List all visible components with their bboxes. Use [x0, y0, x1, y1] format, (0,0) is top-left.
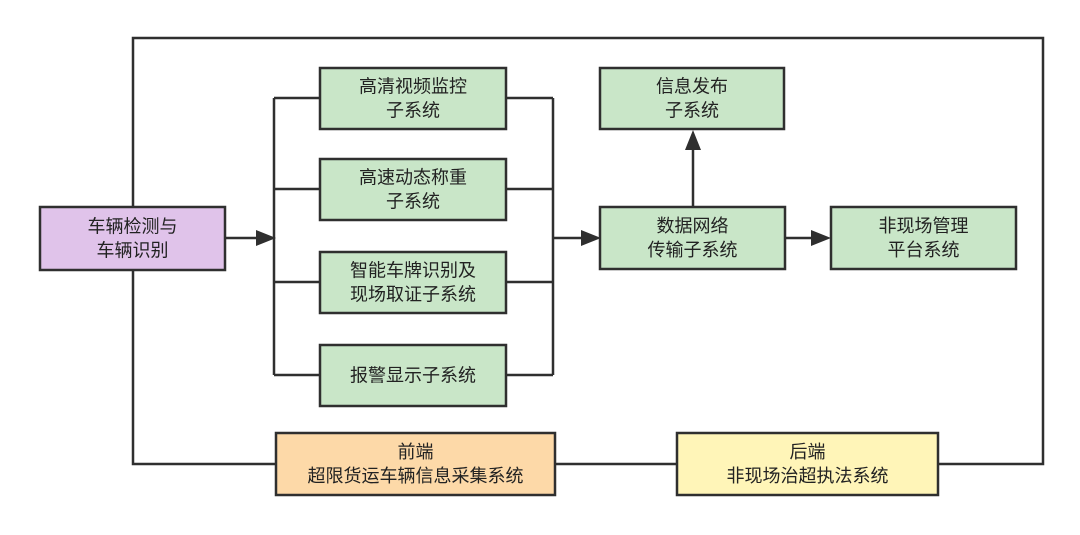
vehicle-detection-label: 车辆检测与车辆识别: [88, 217, 178, 262]
outer-loop-bottom-connector: [131, 270, 276, 466]
arrowhead-to-left-bus: [256, 230, 276, 246]
label-line: 子系统: [665, 101, 719, 122]
label-line: 高清视频监控: [359, 77, 467, 98]
data-network-box: 数据网络传输子系统: [598, 205, 787, 271]
label-line: 数据网络: [657, 216, 729, 237]
plate-recognition-box: 智能车牌识别及现场取证子系统: [318, 250, 508, 315]
label-line: 非现场治超执法系统: [727, 466, 889, 487]
alarm-display-box: 报警显示子系统: [318, 343, 508, 408]
label-line: 传输子系统: [648, 240, 738, 261]
label-line: 平台系统: [888, 240, 960, 261]
arrowhead-to-network: [581, 230, 601, 246]
offsite-platform-box: 非现场管理平台系统: [829, 205, 1018, 271]
dynamic-weighing-box: 高速动态称重子系统: [318, 157, 508, 222]
data-network-label: 数据网络传输子系统: [648, 216, 738, 261]
label-line: 信息发布: [656, 77, 728, 98]
label-line: 非现场管理: [879, 216, 969, 237]
info-release-label: 信息发布子系统: [656, 77, 728, 122]
label-line: 智能车牌识别及: [350, 261, 476, 282]
back-end-label: 后端非现场治超执法系统: [727, 442, 889, 487]
hd-video-box: 高清视频监控子系统: [318, 66, 508, 131]
back-end-box: 后端非现场治超执法系统: [675, 431, 940, 497]
outer-loop-top-connector: [131, 36, 1045, 466]
label-line: 车辆识别: [97, 241, 169, 262]
label-line: 超限货运车辆信息采集系统: [308, 466, 524, 487]
label-line: 高速动态称重: [359, 168, 467, 189]
nodes: 车辆检测与车辆识别 高清视频监控子系统 高速动态称重子系统 智能车牌识别及现场取…: [38, 66, 1018, 497]
connectors: [131, 36, 1045, 466]
hd-video-label: 高清视频监控子系统: [359, 77, 467, 122]
label-line: 后端: [790, 442, 826, 463]
alarm-display-label: 报警显示子系统: [350, 366, 476, 387]
front-end-box: 前端超限货运车辆信息采集系统: [274, 431, 557, 497]
dynamic-weighing-label: 高速动态称重子系统: [359, 168, 467, 213]
label-line: 车辆检测与: [88, 217, 178, 238]
label-line: 前端: [398, 442, 434, 463]
label-line: 现场取证子系统: [350, 285, 476, 306]
label-line: 子系统: [386, 192, 440, 213]
front-end-label: 前端超限货运车辆信息采集系统: [308, 442, 524, 487]
vehicle-detection-box: 车辆检测与车辆识别: [38, 205, 227, 272]
arrowhead-to-platform: [811, 230, 831, 246]
arrowhead-to-info-release: [685, 130, 701, 150]
plate-recognition-label: 智能车牌识别及现场取证子系统: [350, 261, 476, 306]
offsite-platform-label: 非现场管理平台系统: [879, 216, 969, 261]
info-release-box: 信息发布子系统: [598, 66, 786, 131]
arrowheads: [256, 130, 831, 246]
label-line: 报警显示子系统: [350, 366, 476, 387]
label-line: 子系统: [386, 101, 440, 122]
